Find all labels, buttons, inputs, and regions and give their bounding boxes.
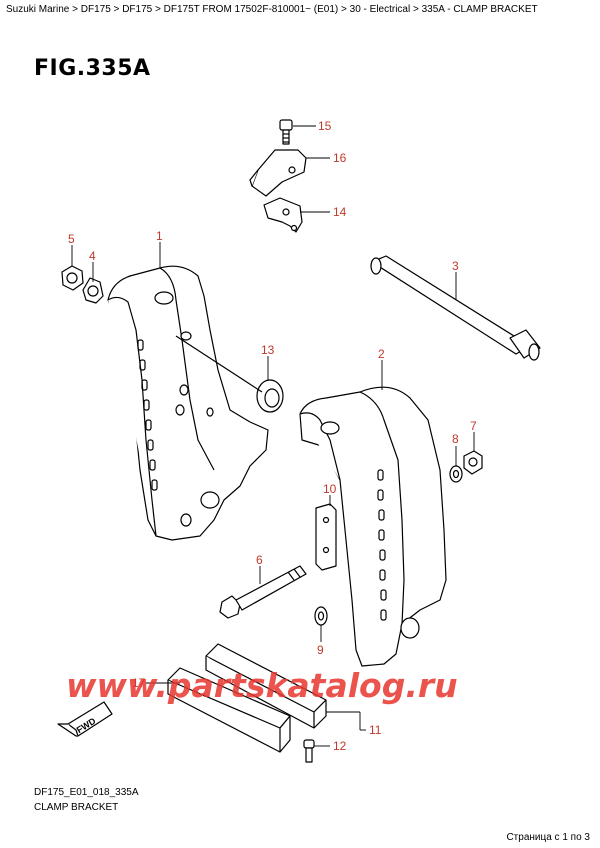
part-8-washer[interactable] — [449, 465, 463, 483]
part-3-tilt-tube[interactable] — [370, 255, 541, 361]
part-13-bushing[interactable] — [175, 335, 284, 413]
page-indicator: Страница с 1 по 3 — [506, 832, 590, 843]
callout-9[interactable]: 9 — [317, 643, 324, 657]
part-10-anode[interactable] — [315, 503, 337, 571]
part-7-nut[interactable] — [463, 450, 483, 475]
figure-title: FIG.335A — [34, 56, 151, 81]
callout-10[interactable]: 10 — [323, 482, 337, 496]
part-1-clamp-bracket[interactable] — [107, 265, 269, 541]
breadcrumb: Suzuki Marine > DF175 > DF175 > DF175T F… — [6, 4, 538, 15]
fwd-arrow-icon — [57, 701, 113, 737]
part-14-bracket[interactable] — [263, 197, 303, 233]
part-12-bolt[interactable] — [303, 739, 315, 763]
part-4-seal[interactable] — [82, 277, 104, 304]
breadcrumb-separator: > — [69, 4, 81, 15]
callout-15[interactable]: 15 — [318, 119, 332, 133]
callout-2[interactable]: 2 — [378, 347, 385, 361]
callout-3[interactable]: 3 — [452, 259, 459, 273]
part-11-bar[interactable] — [205, 643, 327, 729]
callout-1[interactable]: 1 — [156, 229, 163, 243]
breadcrumb-separator: > — [410, 4, 422, 15]
callout-7[interactable]: 7 — [470, 419, 477, 433]
callout-labels: 15 16 14 5 4 1 3 13 2 8 7 10 6 9 17 11 1… — [68, 119, 477, 753]
watermark: www.partskatalog.ru — [66, 666, 458, 705]
breadcrumb-item-model[interactable]: DF175T FROM 17502F-810001~ (E01) — [163, 4, 339, 15]
callout-6[interactable]: 6 — [256, 553, 263, 567]
callout-14[interactable]: 14 — [333, 205, 347, 219]
callout-8[interactable]: 8 — [452, 432, 459, 446]
callout-16[interactable]: 16 — [333, 151, 347, 165]
callout-4[interactable]: 4 — [89, 249, 96, 263]
breadcrumb-item-df175[interactable]: DF175 — [80, 4, 111, 15]
breadcrumb-item-current: 335A - CLAMP BRACKET — [421, 4, 538, 15]
callout-11[interactable]: 11 — [369, 723, 382, 737]
breadcrumb-separator: > — [152, 4, 164, 15]
breadcrumb-item-electrical[interactable]: 30 - Electrical — [349, 4, 411, 15]
figure-code: DF175_E01_018_335A — [34, 787, 139, 798]
leader-lines — [71, 125, 475, 747]
breadcrumb-item-df175-2[interactable]: DF175 — [122, 4, 153, 15]
breadcrumb-item-suzuki-marine[interactable]: Suzuki Marine — [6, 4, 70, 15]
figure-name: CLAMP BRACKET — [34, 802, 119, 813]
callout-5[interactable]: 5 — [68, 232, 75, 246]
part-5-nut[interactable] — [61, 265, 84, 291]
part-2-clamp-bracket[interactable] — [299, 386, 447, 667]
part-17-bar[interactable] — [167, 667, 291, 753]
part-6-bolt[interactable] — [219, 565, 307, 619]
callout-17[interactable]: 17 — [132, 676, 146, 690]
callout-13[interactable]: 13 — [261, 343, 275, 357]
part-15-bolt[interactable] — [279, 119, 293, 145]
breadcrumb-separator: > — [338, 4, 350, 15]
part-16-cover[interactable] — [249, 149, 307, 197]
callout-12[interactable]: 12 — [333, 739, 347, 753]
breadcrumb-separator: > — [110, 4, 123, 15]
part-9-washer[interactable] — [314, 606, 328, 626]
